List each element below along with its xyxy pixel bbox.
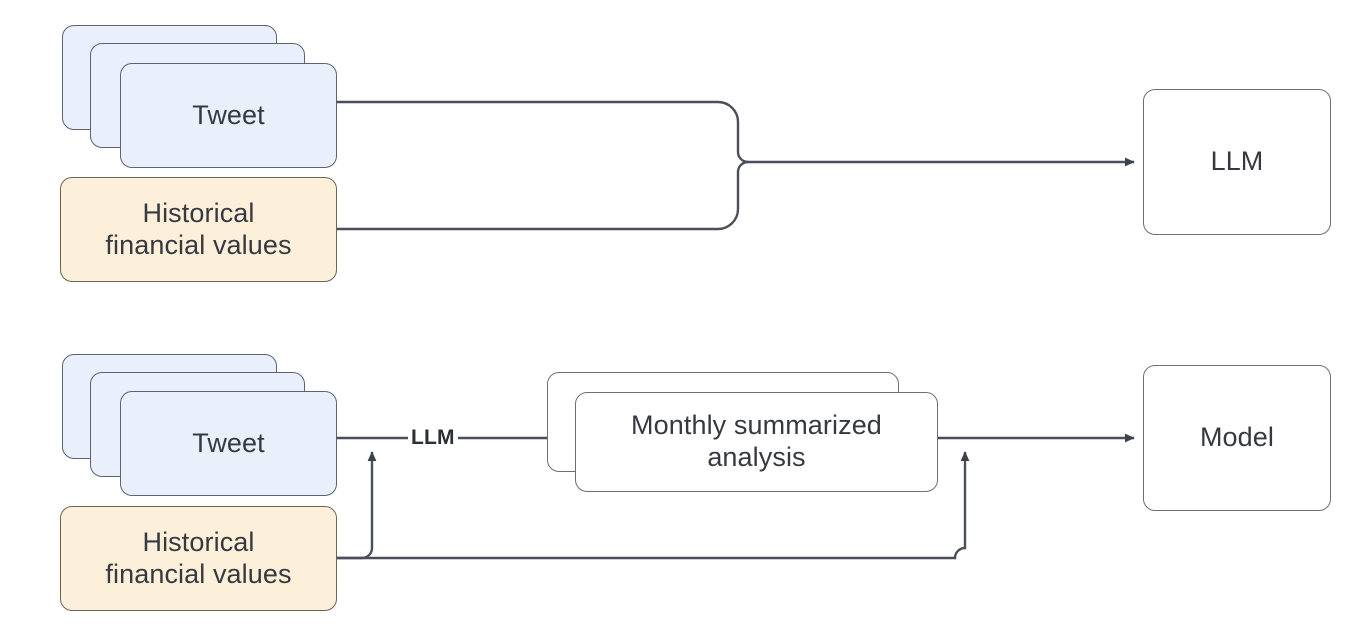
llm-label: LLM	[1210, 146, 1264, 177]
historical-financial-values-label: Historical financial values	[105, 197, 292, 260]
branch-historical-to-tweet-line	[336, 451, 377, 560]
monthly-summarized-analysis-label: Monthly summarized analysis	[631, 410, 882, 472]
model-card[interactable]: Model	[1143, 365, 1331, 511]
llm-card[interactable]: LLM	[1143, 89, 1331, 235]
tweet-label-2: Tweet	[192, 427, 265, 458]
historical-financial-values-label-2: Historical financial values	[105, 526, 292, 589]
top-merge-connector	[336, 100, 749, 231]
model-label: Model	[1199, 422, 1275, 453]
tweet-card-2[interactable]: Tweet	[120, 391, 337, 496]
historical-financial-values-card-2[interactable]: Historical financial values	[60, 506, 337, 611]
tweet-label: Tweet	[192, 99, 265, 130]
monthly-summarized-analysis-card[interactable]: Monthly summarized analysis	[575, 392, 938, 492]
tweet-card[interactable]: Tweet	[120, 63, 337, 168]
historical-financial-values-card[interactable]: Historical financial values	[60, 177, 337, 282]
llm-edge-label: LLM	[408, 426, 458, 450]
